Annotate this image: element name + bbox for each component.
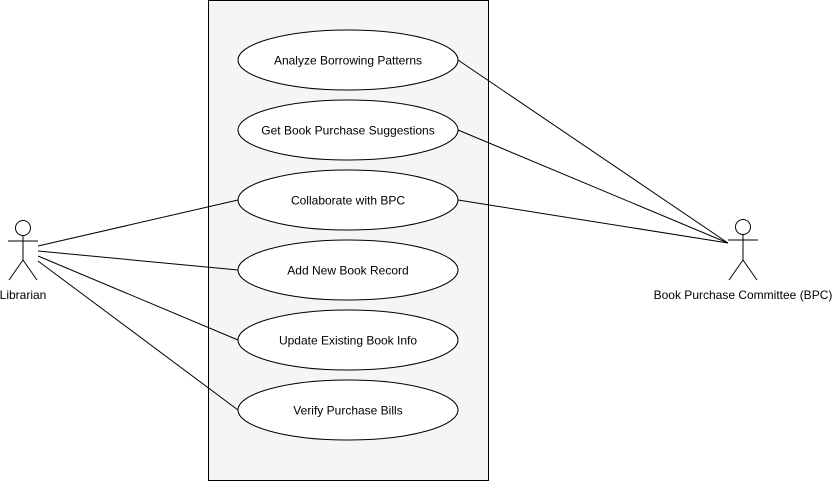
use-case-ellipse — [237, 29, 459, 91]
assoc-bpc-collaborate — [457, 199, 729, 244]
use-case-add[interactable]: Add New Book Record — [237, 239, 459, 301]
use-case-ellipse — [237, 309, 459, 371]
use-case-analyze[interactable]: Analyze Borrowing Patterns — [237, 29, 459, 91]
assoc-librarian-update — [37, 255, 239, 341]
use-case-label: Get Book Purchase Suggestions — [261, 124, 434, 138]
actor-leg-right — [742, 259, 758, 281]
assoc-bpc-analyze — [457, 59, 729, 244]
use-case-label: Update Existing Book Info — [279, 334, 417, 348]
use-case-update[interactable]: Update Existing Book Info — [237, 309, 459, 371]
actor-librarian[interactable] — [8, 220, 38, 281]
associations — [37, 59, 729, 411]
actor-bpc[interactable] — [728, 219, 758, 281]
use-case-verify[interactable]: Verify Purchase Bills — [237, 379, 459, 441]
use-case-label: Add New Book Record — [287, 264, 408, 278]
actor-leg-left — [728, 259, 744, 281]
assoc-librarian-collaborate — [37, 199, 239, 247]
use-case-collaborate[interactable]: Collaborate with BPC — [237, 169, 459, 231]
actor-librarian-label: Librarian — [0, 288, 46, 302]
use-case-label: Verify Purchase Bills — [293, 404, 402, 418]
actor-leg-right — [22, 259, 38, 281]
use-case-ellipse — [237, 169, 459, 231]
use-case-ellipse — [237, 99, 459, 161]
use-case-ellipse — [237, 239, 459, 301]
actor-head — [735, 219, 751, 235]
assoc-librarian-add — [37, 250, 239, 271]
use-case-label: Collaborate with BPC — [291, 194, 405, 208]
assoc-bpc-suggestions — [457, 129, 729, 244]
use-case-suggestions[interactable]: Get Book Purchase Suggestions — [237, 99, 459, 161]
actor-leg-left — [8, 259, 24, 281]
assoc-librarian-verify — [37, 260, 239, 411]
use-case-label: Analyze Borrowing Patterns — [274, 54, 422, 68]
actor-bpc-label: Book Purchase Committee (BPC) — [654, 288, 833, 302]
use-case-ellipse — [237, 379, 459, 441]
actor-head — [15, 220, 31, 236]
